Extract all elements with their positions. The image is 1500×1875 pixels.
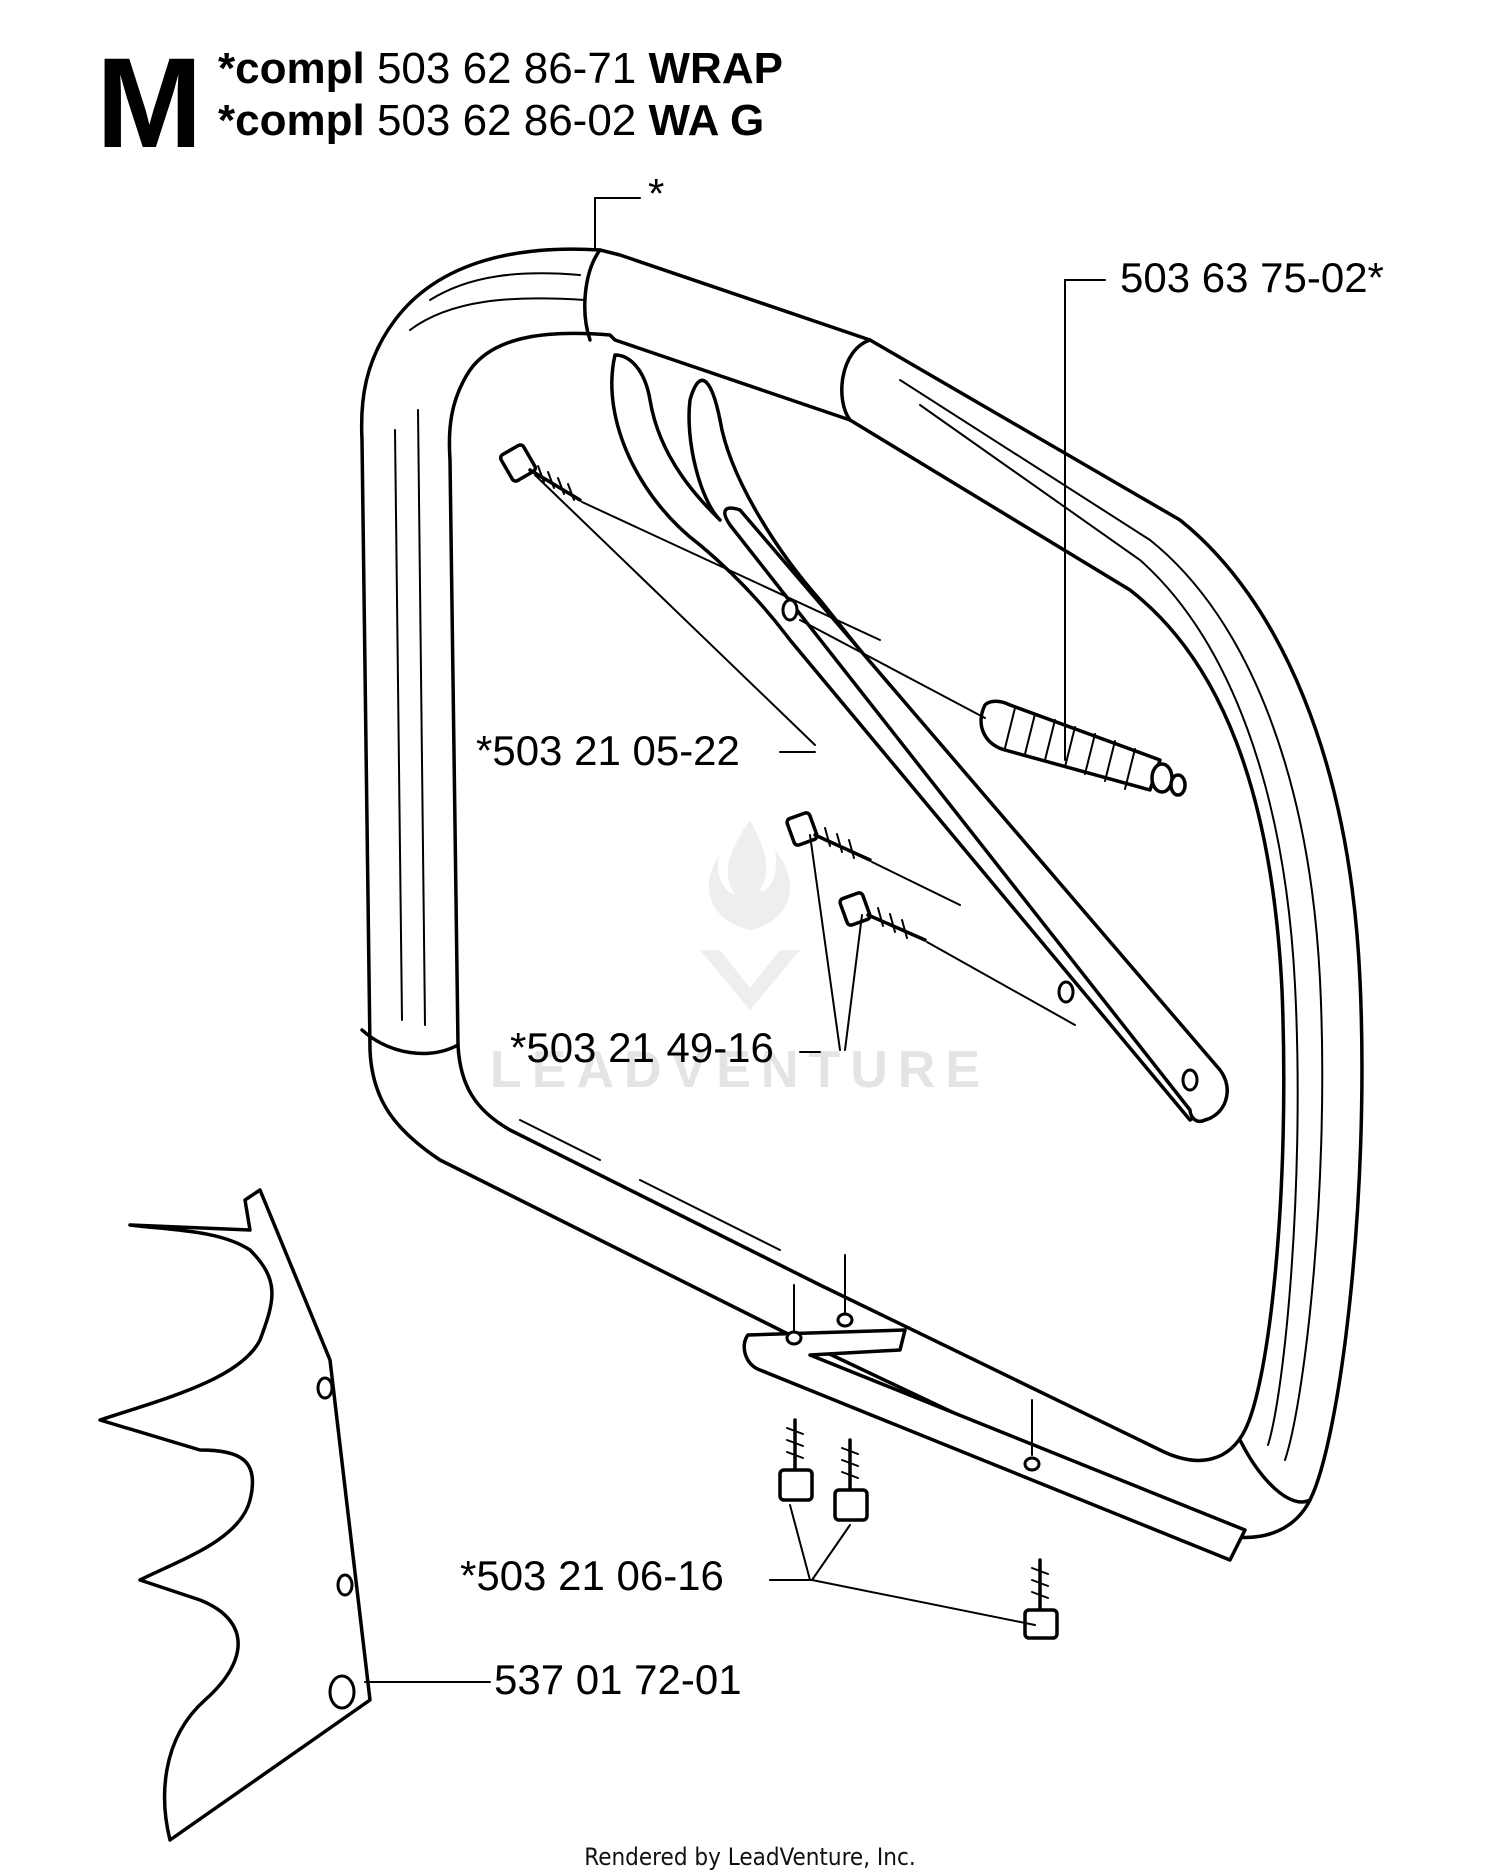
upper-screw-icon xyxy=(498,443,881,746)
section-letter: M xyxy=(96,32,203,175)
heat-shield-icon xyxy=(98,1188,491,1842)
vibration-damper-icon xyxy=(799,279,1187,797)
lower-screw-icon xyxy=(769,1418,1059,1640)
part-number: 503 62 86-71 xyxy=(376,44,637,93)
kit-variant: WRAP xyxy=(648,44,783,93)
leadventure-watermark: LEADVENTURE xyxy=(490,1041,991,1099)
bottom-mount-plate xyxy=(742,1254,1247,1562)
middle-screws-part-number: *503 21 49-16 xyxy=(510,1024,774,1071)
complete-kit-line-1: *compl 503 62 86-71 WRAP xyxy=(218,44,783,94)
compl-prefix: *compl xyxy=(218,44,365,93)
compl-prefix: *compl xyxy=(218,96,365,145)
kit-variant: WA G xyxy=(648,96,765,145)
handle-marker-label: * xyxy=(648,170,665,217)
leadventure-watermark-logo-icon xyxy=(700,820,800,1010)
lower-screws-part-number: *503 21 06-16 xyxy=(460,1552,724,1599)
upper-screw-part-number: *503 21 05-22 xyxy=(476,727,740,774)
vibration-damper-part-number: 503 63 75-02* xyxy=(1120,254,1384,301)
front-handle-bar xyxy=(359,247,1364,1540)
middle-screw-icon xyxy=(785,811,1076,1053)
render-credit: Rendered by LeadVenture, Inc. xyxy=(584,1843,916,1871)
heat-shield-part-number: 537 01 72-01 xyxy=(494,1656,742,1703)
complete-kit-line-2: *compl 503 62 86-02 WA G xyxy=(218,96,764,146)
part-number: 503 62 86-02 xyxy=(376,96,637,145)
handle-support-bracket xyxy=(610,353,1229,1123)
